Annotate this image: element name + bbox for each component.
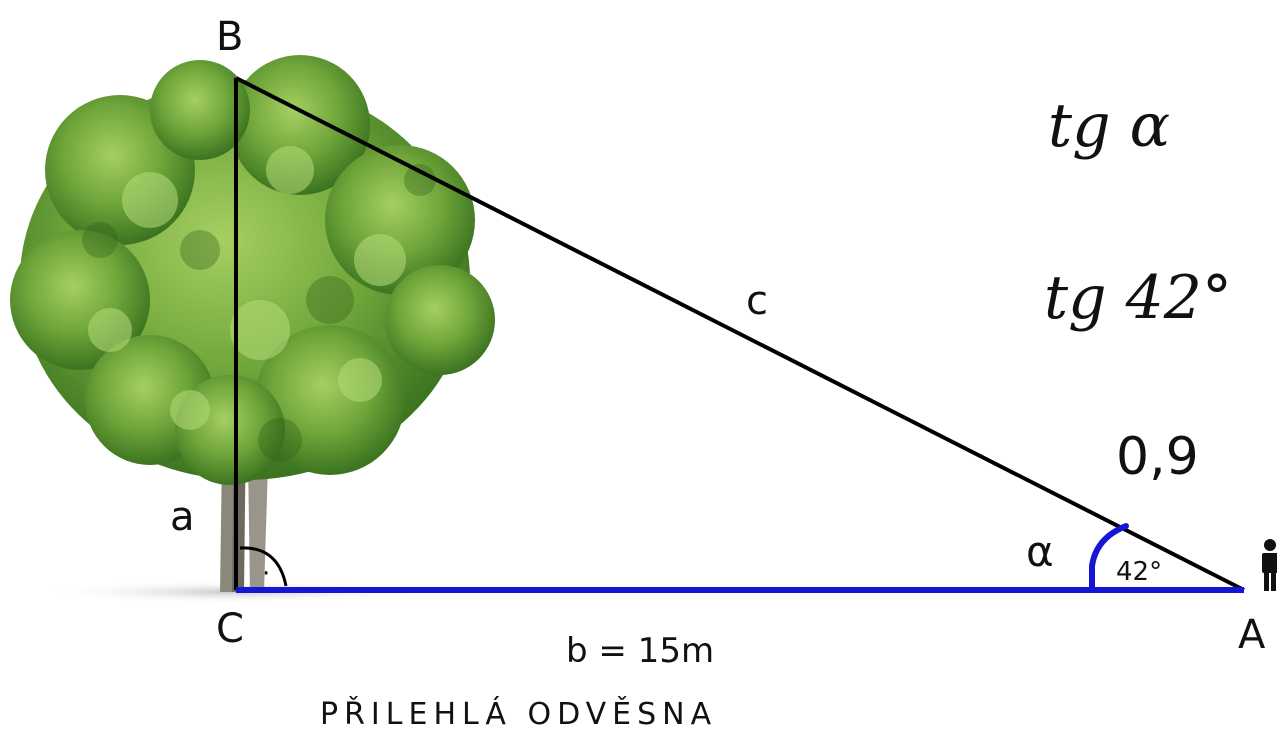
foliage-shadows (82, 164, 436, 462)
right-angle-mark (239, 546, 288, 587)
person-icon (1262, 539, 1277, 591)
side-a-label: a (170, 494, 195, 540)
hypotenuse-line (235, 76, 1245, 592)
side-c-label: c (746, 278, 768, 324)
tree-image (10, 55, 495, 604)
angle-value-label: 42° (1116, 557, 1162, 587)
adjacent-side-note: PŘILEHLÁ ODVĚSNA (320, 696, 717, 732)
vertex-b-label: B (216, 14, 243, 60)
right-angle-dot: · (262, 559, 270, 589)
angle-alpha-label: α (1026, 527, 1054, 576)
right-triangle: · (234, 76, 1245, 593)
side-b-label: b = 15m (566, 631, 714, 671)
formula-line-2: tg 42° (1044, 263, 1232, 333)
angle-arc (1089, 523, 1129, 591)
tree-foliage (10, 55, 495, 485)
vertex-a-label: A (1238, 612, 1266, 658)
formula-line-3: 0,9 (1116, 427, 1199, 487)
vertex-c-label: C (216, 606, 244, 652)
foliage-highlights (88, 146, 406, 430)
formula-line-1: tg α (1048, 91, 1170, 161)
